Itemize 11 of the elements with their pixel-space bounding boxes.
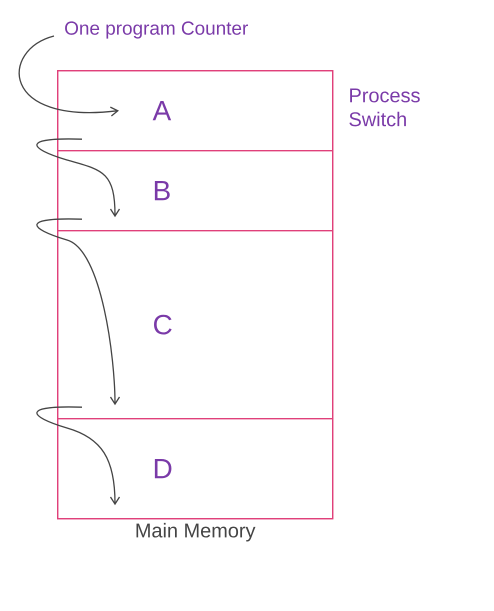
arrow (36, 218, 120, 406)
node-label: Main Memory (136, 522, 256, 542)
annotation-text: Process Switch (349, 88, 420, 126)
annotation-text: One program Counter (65, 21, 248, 39)
memory-section: B (57, 150, 334, 232)
arrow (36, 406, 120, 506)
memory-section: D (57, 418, 334, 520)
arrow (36, 138, 120, 218)
memory-section: A (57, 70, 334, 152)
memory-section: C (57, 230, 334, 420)
arrow (18, 35, 119, 117)
